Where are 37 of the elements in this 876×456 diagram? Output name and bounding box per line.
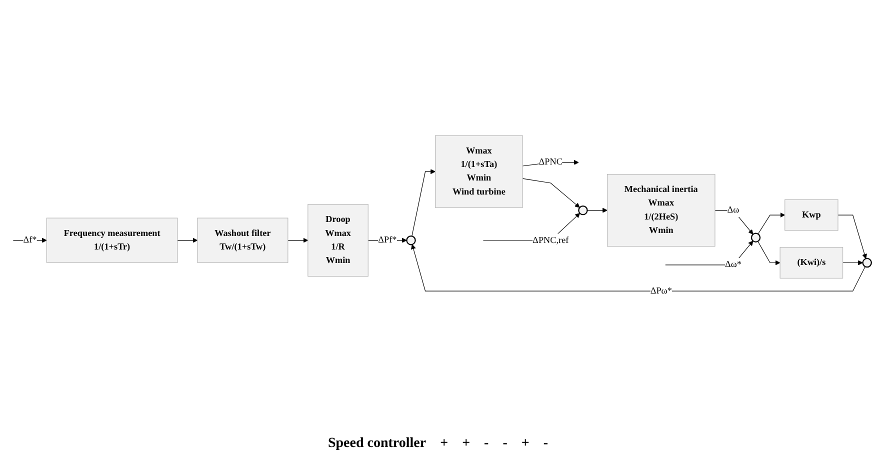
node-circle: [862, 258, 872, 268]
arrow: [177, 238, 198, 244]
node-box: Droop Wmax 1/R Wmin: [308, 204, 368, 277]
note-label: +: [521, 436, 530, 452]
note-label: -: [502, 436, 508, 452]
arrow: [838, 215, 867, 260]
node-circle: [406, 236, 416, 246]
arrow: [842, 260, 864, 266]
arrow: [410, 244, 866, 292]
edge-label: ΔPω*: [650, 286, 672, 296]
arrow: [412, 169, 436, 237]
node-box: Kwp: [784, 200, 838, 231]
edge-label: Δf*: [23, 235, 37, 246]
edge-label: Δω*: [724, 260, 742, 270]
arrow: [586, 208, 608, 214]
arrow: [758, 212, 786, 235]
node-box: Mechanical inertia Wmax 1/(2HeS) Wmin: [606, 174, 716, 247]
note-label: Speed controller: [328, 436, 426, 452]
arrow: [288, 238, 308, 244]
edge-label: ΔPNC,ref: [532, 236, 569, 246]
edge-label: ΔPNC: [538, 158, 562, 168]
node-circle: [578, 206, 588, 216]
arrow: [522, 178, 580, 208]
node-box: Frequency measurement 1/(1+sTr): [46, 218, 178, 264]
edge-label: ΔPf*: [378, 235, 397, 246]
note-label: -: [543, 436, 548, 452]
node-circle: [750, 233, 761, 243]
edge-label: Δω: [727, 205, 740, 216]
node-box: Washout filter Tw/(1+sTw): [197, 218, 288, 264]
note-label: +: [440, 436, 448, 452]
node-box: (Kwi)/s: [780, 247, 844, 279]
node-box: Wmax 1/(1+sTa) Wmin Wind turbine: [435, 136, 523, 208]
arrow: [665, 240, 754, 266]
arrow: [758, 241, 780, 266]
note-label: +: [462, 436, 470, 452]
arrow: [12, 238, 47, 244]
note-label: -: [484, 436, 489, 452]
